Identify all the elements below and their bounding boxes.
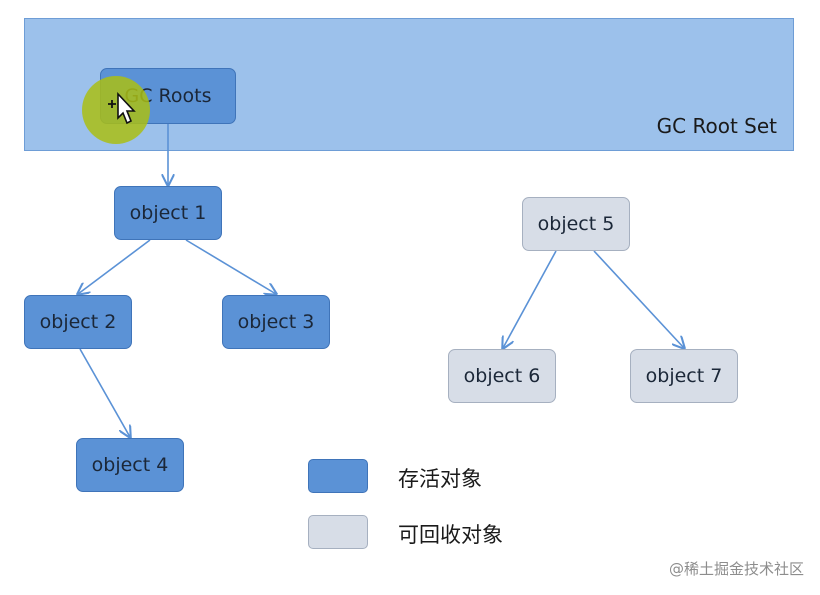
- watermark: @稀土掘金技术社区: [668, 560, 804, 578]
- edge-object2-object4: [79, 348, 130, 437]
- object-3-label: object 3: [237, 311, 315, 333]
- object-3-node: object 3: [222, 295, 330, 349]
- legend-collectable-label: 可回收对象: [398, 523, 503, 547]
- object-5-label: object 5: [537, 213, 615, 235]
- object-2-node: object 2: [24, 295, 132, 349]
- object-4-label: object 4: [91, 454, 169, 476]
- edge-object5-object6: [503, 250, 557, 348]
- edge-object1-object2: [78, 239, 151, 294]
- legend-collectable-swatch: [308, 515, 368, 549]
- object-5-node: object 5: [522, 197, 630, 251]
- object-7-node: object 7: [630, 349, 738, 403]
- legend-live-swatch: [308, 459, 368, 493]
- object-2-label: object 2: [39, 311, 117, 333]
- object-4-node: object 4: [76, 438, 184, 492]
- object-1-label: object 1: [129, 202, 207, 224]
- cursor-highlight: [82, 76, 150, 144]
- object-6-node: object 6: [448, 349, 556, 403]
- edge-object5-object7: [593, 250, 684, 348]
- object-1-node: object 1: [114, 186, 222, 240]
- object-6-label: object 6: [463, 365, 541, 387]
- gc-root-set-label: GC Root Set: [656, 114, 777, 138]
- edge-object1-object3: [185, 239, 276, 294]
- object-7-label: object 7: [645, 365, 723, 387]
- legend-live-label: 存活对象: [398, 467, 482, 491]
- move-cursor-icon: [108, 92, 136, 125]
